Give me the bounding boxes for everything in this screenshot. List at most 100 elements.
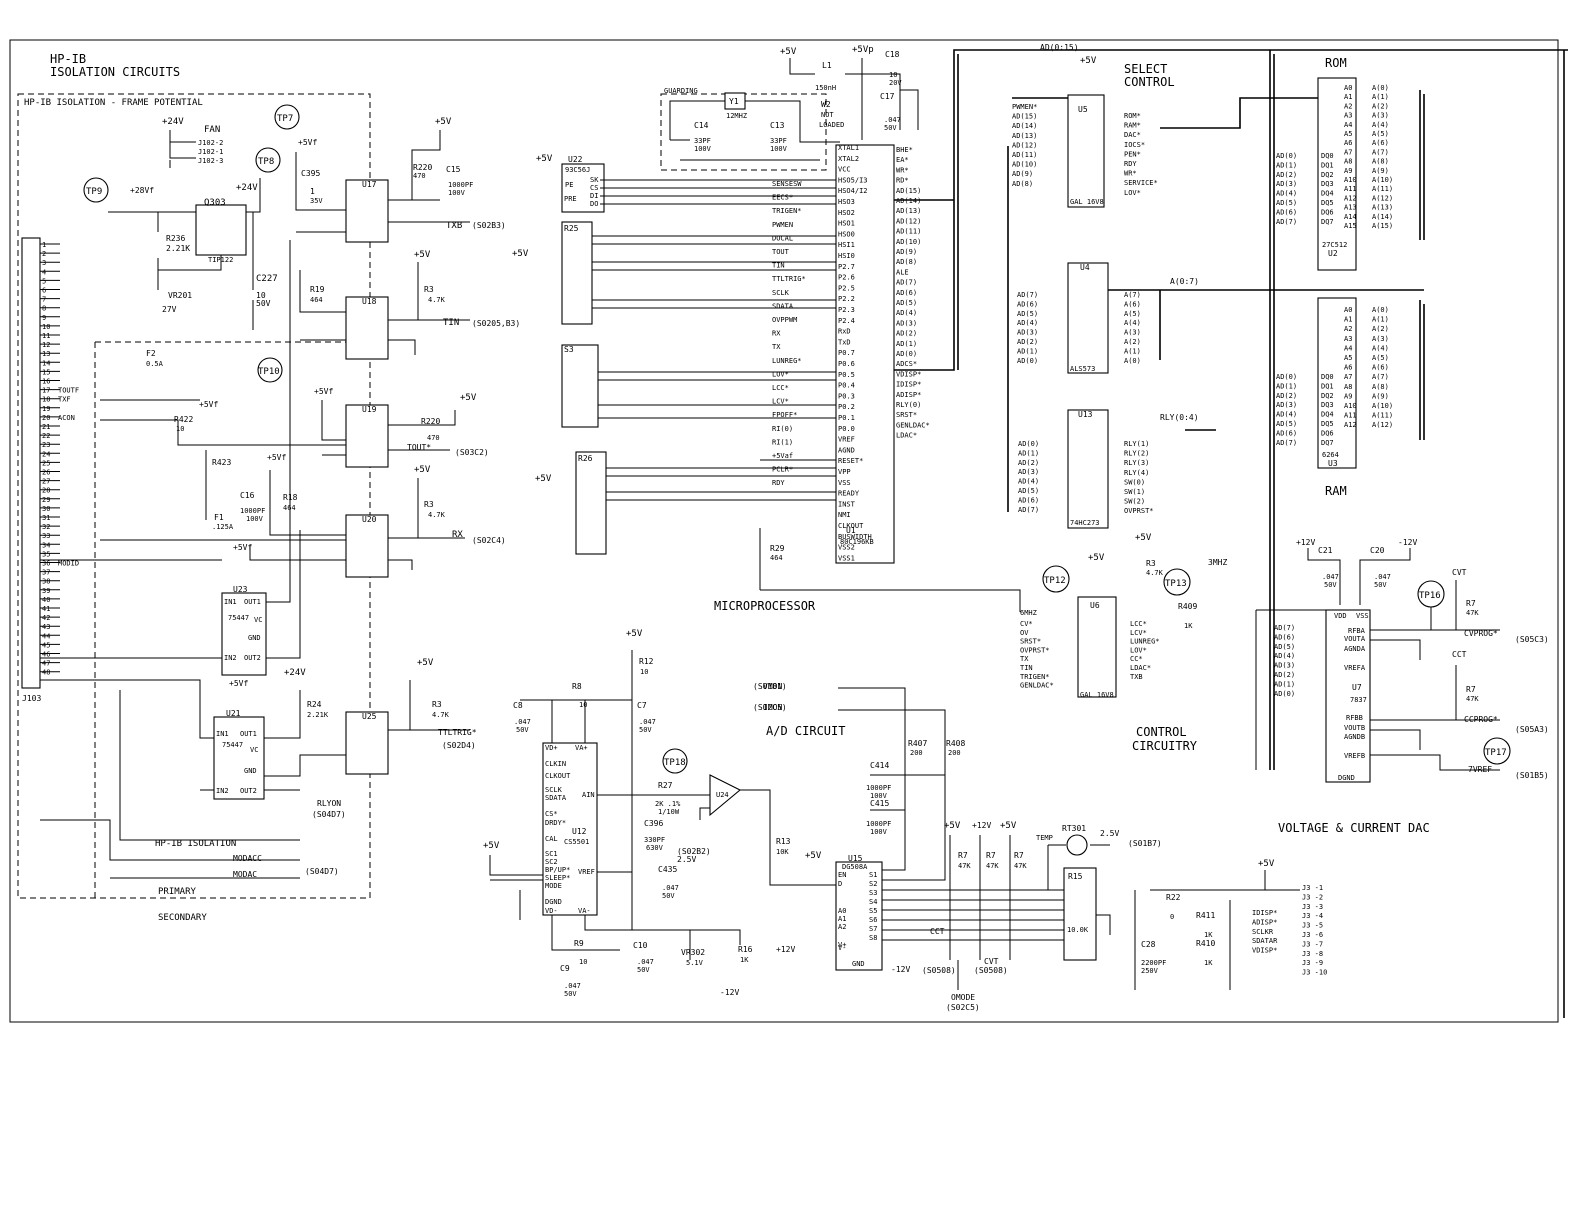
r13-label: R13 bbox=[776, 837, 791, 846]
u1-pin-36: BUSWIDTH bbox=[838, 533, 872, 541]
j103-pin-41: 41 bbox=[42, 605, 50, 613]
c14-voltage: 100V bbox=[694, 145, 712, 153]
svg-text:DO: DO bbox=[590, 200, 598, 208]
vr302-label: VR302 bbox=[681, 948, 705, 957]
u6-output-6: TXB bbox=[1130, 673, 1143, 681]
u1-pin-31: VSS bbox=[838, 479, 851, 487]
r3-u6-5v: +5V bbox=[1135, 533, 1152, 543]
u23-driver: U23 75447 IN1 OUT1 VC GND IN2 OUT2 bbox=[221, 585, 267, 676]
l1-value: 150nH bbox=[815, 84, 836, 92]
svg-text:TP13: TP13 bbox=[1165, 579, 1187, 589]
j3-pin-1: J3 -1 bbox=[1302, 884, 1323, 892]
u1-80c196kb: U1 80C196KB XTAL1XTAL2VCCHSO5/I3HSO4/I2H… bbox=[772, 144, 930, 564]
r3-u25-value: 4.7K bbox=[432, 711, 450, 719]
j103-signal-18: TXF bbox=[58, 396, 71, 404]
u21-24v-label: +24V bbox=[284, 668, 306, 678]
u3-addr-signal-6: A(6) bbox=[1372, 364, 1389, 372]
cvprog-sheetref: (S05C3) bbox=[1515, 635, 1549, 644]
tp12: TP12 bbox=[1042, 565, 1070, 593]
j103-pin-27: 27 bbox=[42, 478, 50, 486]
u5-input-4: AD(12) bbox=[1012, 141, 1037, 149]
u2-dq-4: DQ4 bbox=[1321, 190, 1334, 198]
r7b-label: R7 bbox=[986, 851, 996, 860]
u6-input-6: TRIGEN* bbox=[1020, 673, 1050, 681]
j103-pin-16: 16 bbox=[42, 378, 50, 386]
j103-pin-18: 18 bbox=[42, 396, 50, 404]
u4-q-6: A(1) bbox=[1124, 347, 1141, 355]
u1-pin-18: TxD bbox=[838, 338, 851, 346]
c415-label: C415 bbox=[870, 799, 889, 808]
u7-data-signal-4: AD(3) bbox=[1274, 662, 1295, 670]
j103-pin-24: 24 bbox=[42, 450, 50, 458]
c10-voltage: 50V bbox=[637, 966, 650, 974]
u3-dq-7: DQ7 bbox=[1321, 439, 1334, 447]
u21-driver: U21 75447 IN1 OUT1 VC GND IN2 OUT2 bbox=[213, 709, 265, 800]
u3-dq-1: DQ1 bbox=[1321, 382, 1334, 390]
u2-a-12: A12 bbox=[1344, 194, 1357, 202]
u7-data-signal-0: AD(7) bbox=[1274, 624, 1295, 632]
u2-a-8: A8 bbox=[1344, 158, 1352, 166]
u1-right-signal-16: AD(4) bbox=[896, 309, 917, 317]
u6-5v-label: +5V bbox=[1088, 553, 1105, 563]
r220a-label: R220 bbox=[413, 163, 432, 172]
u1-pin-32: READY bbox=[838, 490, 860, 498]
j103-pin-17: 17 bbox=[42, 387, 50, 395]
frame-potential-label: HP-IB ISOLATION - FRAME POTENTIAL bbox=[24, 98, 203, 108]
u12-pin-13: MODE bbox=[545, 882, 562, 890]
u15-pin-2: A0 bbox=[838, 907, 846, 915]
svg-text:DI: DI bbox=[590, 192, 598, 200]
svg-text:TP16: TP16 bbox=[1419, 591, 1441, 601]
c20-cap: .047 bbox=[1374, 573, 1391, 581]
j103-signal-20: ACON bbox=[58, 414, 75, 422]
omode-sheetref: (S02C5) bbox=[946, 1003, 980, 1012]
u1-left-signal-20: +5Vaf bbox=[772, 452, 793, 460]
j102-1-label: J102-1 bbox=[198, 148, 223, 156]
s3-dip-switch: S3 bbox=[561, 344, 599, 428]
u1-left-signal-10: OVPPWM bbox=[772, 316, 797, 324]
u15-pin-6: V- bbox=[838, 944, 846, 952]
u1-left-signal-0: SENSESW bbox=[772, 180, 802, 188]
svg-text:27C512: 27C512 bbox=[1322, 241, 1347, 249]
r3-u20-value: 4.7K bbox=[428, 511, 446, 519]
u7-pin-9: VREFB bbox=[1344, 752, 1365, 760]
u1-right-signal-19: AD(1) bbox=[896, 340, 917, 348]
c15-voltage: 100V bbox=[448, 189, 466, 197]
j103-pin-39: 39 bbox=[42, 587, 50, 595]
u1-right-signal-20: AD(0) bbox=[896, 350, 917, 358]
imon-sheetref: (S02C5) bbox=[753, 703, 787, 712]
u2-addr-signal-6: A(6) bbox=[1372, 139, 1389, 147]
svg-text:U17: U17 bbox=[362, 180, 377, 189]
p28vf-label: +28Vf bbox=[130, 186, 154, 195]
u3-addr-signal-7: A(7) bbox=[1372, 373, 1389, 381]
u12-sc-5v: +5V bbox=[483, 841, 500, 851]
c21-cap: .047 bbox=[1322, 573, 1339, 581]
r7a-5v: +5V bbox=[944, 821, 961, 831]
u1-left-signal-18: RI(0) bbox=[772, 425, 793, 433]
u13-d-3: AD(3) bbox=[1018, 468, 1039, 476]
r407-value: 200 bbox=[910, 749, 923, 757]
u15-pin-0: EN bbox=[838, 871, 846, 879]
u2-rom: U227C512DQ0DQ1DQ2DQ3DQ4DQ5DQ6DQ7A0A1A2A3… bbox=[1276, 77, 1393, 271]
crystal-wires bbox=[669, 100, 840, 161]
u12-pin-18: VREF bbox=[578, 868, 595, 876]
u6-output-5: LDAC* bbox=[1130, 664, 1151, 672]
u3-a-6: A6 bbox=[1344, 364, 1352, 372]
w2-loaded: LOADED bbox=[819, 121, 844, 129]
dac-wires bbox=[1255, 548, 1500, 771]
u15-pin-10: S3 bbox=[869, 889, 877, 897]
u3-a-3: A3 bbox=[1344, 335, 1352, 343]
c9-voltage: 50V bbox=[564, 990, 577, 998]
u2-addr-signal-8: A(8) bbox=[1372, 158, 1389, 166]
u2-addr-signal-3: A(3) bbox=[1372, 112, 1389, 120]
tp16: TP16 bbox=[1417, 580, 1445, 608]
u3-addr-signal-5: A(5) bbox=[1372, 354, 1389, 362]
u2-a-14: A14 bbox=[1344, 213, 1357, 221]
u1-pin-3: HSO5/I3 bbox=[838, 176, 868, 184]
u3-addr-signal-9: A(9) bbox=[1372, 392, 1389, 400]
r236-label: R236 bbox=[166, 234, 185, 243]
j102-3-label: J102-3 bbox=[198, 157, 223, 165]
u1-right-signal-4: AD(15) bbox=[896, 187, 921, 195]
u3-data-signal-2: AD(2) bbox=[1276, 392, 1297, 400]
dac-12v-label: +12V bbox=[1296, 538, 1315, 547]
